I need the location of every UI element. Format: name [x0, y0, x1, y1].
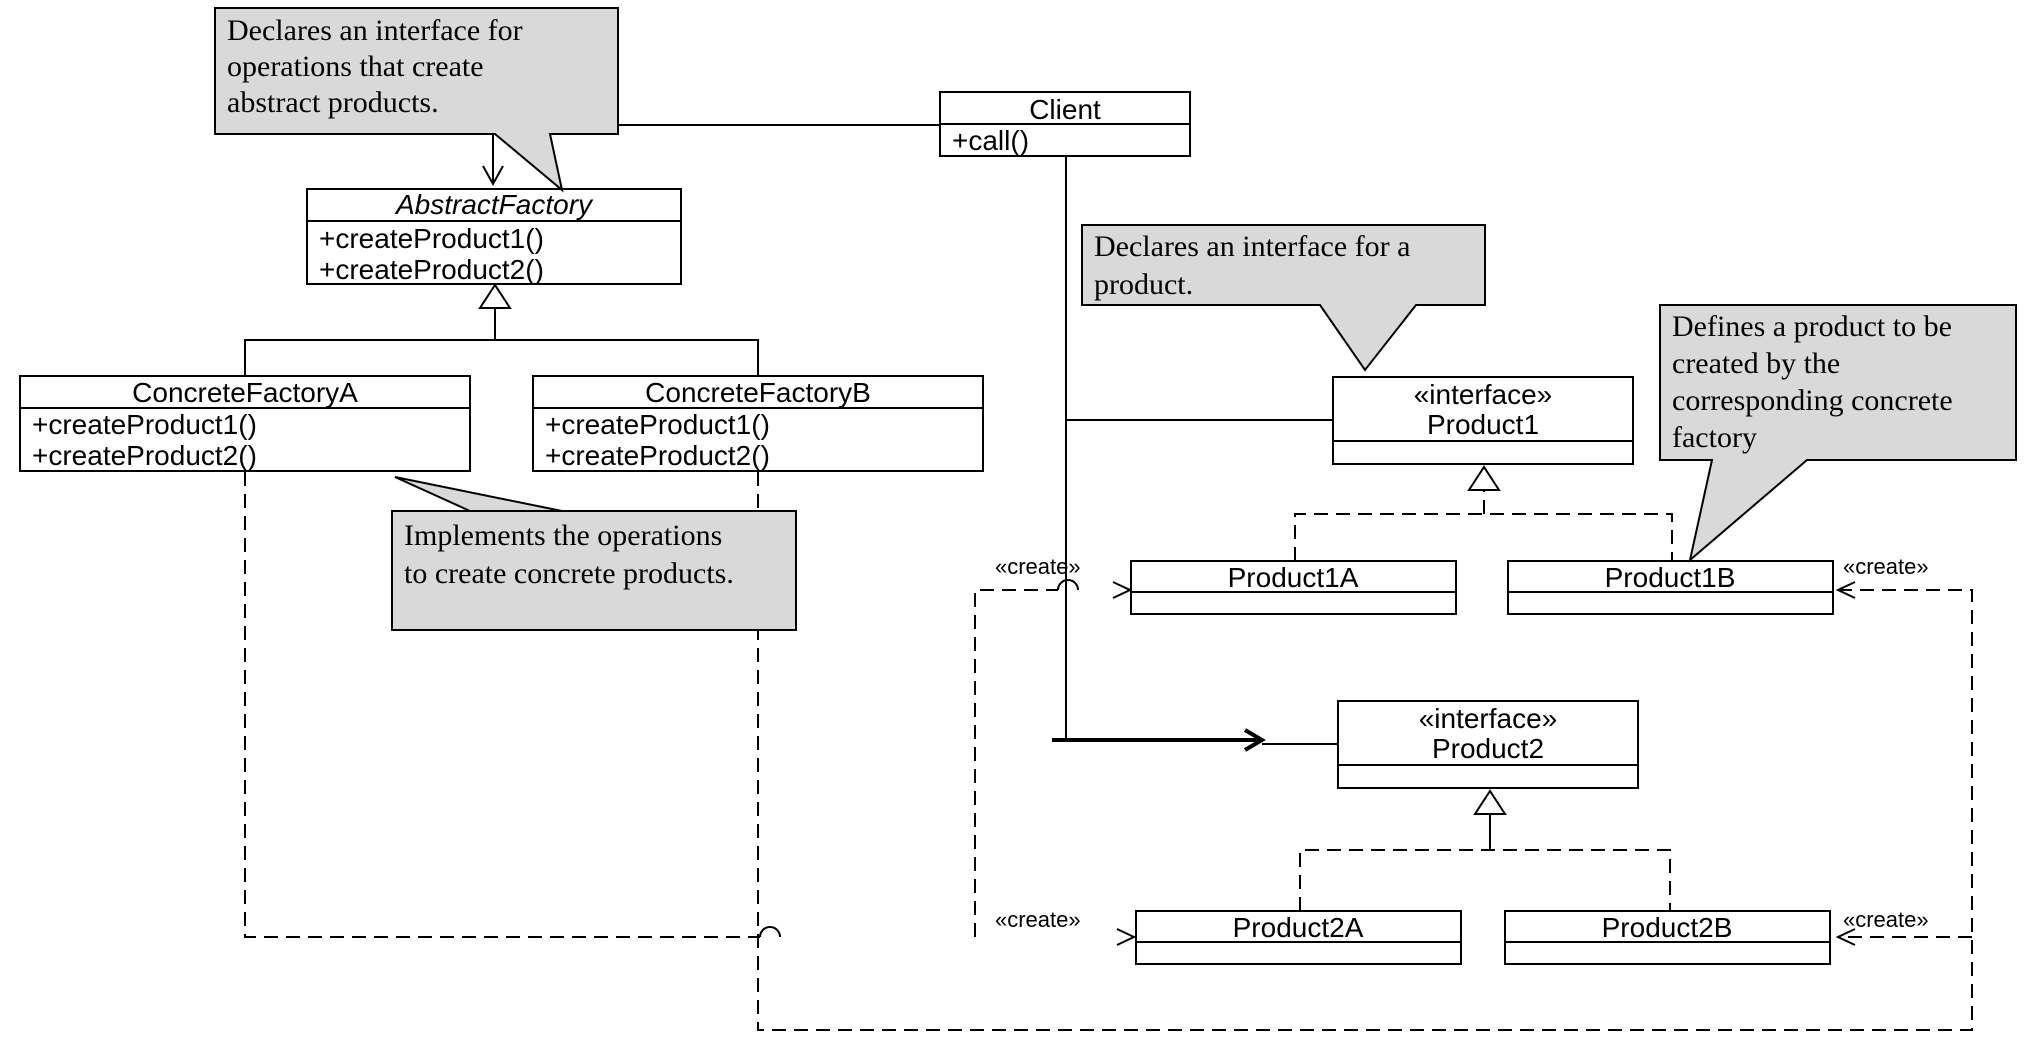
- class-product2: «interface» Product2: [1337, 700, 1639, 789]
- class-client: Client +call(): [939, 91, 1191, 157]
- class-concretefactoryb-op2: +createProduct2(): [545, 440, 770, 471]
- create-p1a-arrowhead: [1112, 581, 1133, 599]
- class-product1a-name: Product1A: [1228, 562, 1359, 593]
- create-p2b-arrowhead: [1835, 928, 1856, 946]
- factorya-dependency-hop: [759, 926, 781, 938]
- factorya-to-p1a-line: [974, 589, 1058, 937]
- class-product1a: Product1A: [1130, 560, 1457, 615]
- product2-realization-triangle: [1473, 789, 1507, 815]
- create-label-p2b: «create»: [1843, 907, 1929, 932]
- note-concrete-product-line3: corresponding concrete: [1672, 384, 1953, 417]
- client-to-product2-arrowhead: [1243, 728, 1266, 752]
- note-concrete-product-line2: created by the: [1672, 347, 1840, 380]
- create-label-p1b: «create»: [1843, 554, 1929, 579]
- note-factory-interface-line3: abstract products.: [227, 86, 439, 119]
- note-concrete-product-line1: Defines a product to be: [1672, 310, 1952, 343]
- factorya-dependency-line: [244, 472, 760, 938]
- class-product2b-name: Product2B: [1602, 912, 1733, 943]
- class-product1b-name: Product1B: [1605, 562, 1736, 593]
- class-product2a-name: Product2A: [1233, 912, 1364, 943]
- note-concrete-factory-line1: Implements the operations: [404, 519, 722, 552]
- class-abstractfactory-op2: +createProduct2(): [319, 254, 544, 285]
- class-concretefactorya-op1: +createProduct1(): [32, 409, 257, 440]
- note-concrete-factory-line2: to create concrete products.: [404, 557, 734, 590]
- client-to-abstractfactory-arrowhead: [482, 165, 504, 187]
- note-product-interface-line1: Declares an interface for a: [1094, 230, 1410, 263]
- factory-inheritance-lines: [244, 339, 759, 376]
- class-concretefactoryb-name: ConcreteFactoryB: [645, 377, 871, 408]
- create-p2a-arrowhead: [1116, 928, 1137, 946]
- note-product-interface: Declares an interface for a product.: [1081, 224, 1486, 372]
- class-abstractfactory-name: AbstractFactory: [394, 189, 594, 220]
- class-concretefactorya-op2: +createProduct2(): [32, 440, 257, 471]
- class-concretefactorya-name: ConcreteFactoryA: [132, 377, 358, 408]
- class-product2-name: Product2: [1432, 733, 1544, 764]
- class-product1: «interface» Product1: [1332, 376, 1634, 465]
- create-p1b-arrowhead: [1835, 581, 1856, 599]
- class-product1-stereotype: «interface»: [1414, 379, 1553, 410]
- product1-realization-lines: [1294, 513, 1673, 561]
- class-concretefactoryb: ConcreteFactoryB +createProduct1() +crea…: [532, 375, 984, 472]
- class-concretefactoryb-op1: +createProduct1(): [545, 409, 770, 440]
- abstractfactory-generalization-triangle: [478, 283, 512, 309]
- note-concrete-product-line4: factory: [1672, 421, 1757, 454]
- factoryb-dependency-line: [757, 472, 1973, 1031]
- note-factory-interface-line1: Declares an interface for: [227, 14, 523, 47]
- create-label-p2a: «create»: [995, 907, 1081, 932]
- class-abstractfactory: AbstractFactory +createProduct1() +creat…: [306, 188, 682, 285]
- note-concrete-factory: Implements the operations to create conc…: [391, 476, 797, 631]
- class-product2-stereotype: «interface»: [1419, 703, 1558, 734]
- class-client-name: Client: [1029, 94, 1101, 125]
- class-product1-name: Product1: [1427, 409, 1539, 440]
- note-factory-interface-line2: operations that create: [227, 50, 484, 83]
- class-abstractfactory-op1: +createProduct1(): [319, 223, 544, 254]
- class-product2b: Product2B: [1504, 910, 1831, 965]
- note-product-interface-line2: product.: [1094, 268, 1193, 301]
- product2-realization-lines: [1299, 849, 1671, 911]
- class-product2a: Product2A: [1135, 910, 1462, 965]
- class-product1b: Product1B: [1507, 560, 1834, 615]
- note-concrete-product: Defines a product to be created by the c…: [1659, 304, 2017, 563]
- factorya-to-p1a-hop: [1057, 579, 1079, 591]
- product1-realization-triangle: [1467, 465, 1501, 491]
- create-label-p1a: «create»: [995, 554, 1081, 579]
- class-concretefactorya: ConcreteFactoryA +createProduct1() +crea…: [19, 375, 471, 472]
- class-client-op: +call(): [952, 125, 1029, 156]
- note-factory-interface: Declares an interface for operations tha…: [214, 7, 619, 193]
